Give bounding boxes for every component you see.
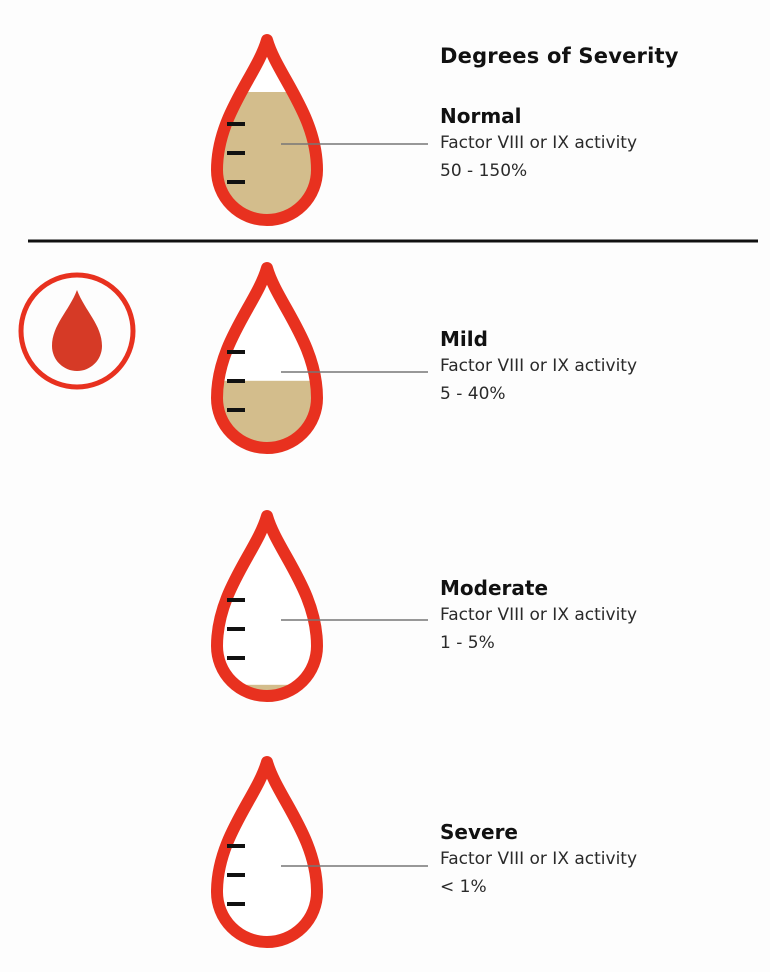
drop-fluid [217, 380, 317, 448]
diagram-title: Degrees of Severity [440, 44, 679, 68]
blood-drop-badge [18, 272, 136, 390]
drop-outline [211, 756, 323, 948]
blood-drop-icon [52, 290, 102, 371]
level-moderate: Moderate Factor VIII or IX activity 1 - … [440, 575, 637, 657]
level-name: Mild [440, 327, 488, 351]
level-severe: Severe Factor VIII or IX activity < 1% [440, 819, 637, 901]
badge-ring [18, 272, 136, 390]
drop-interior [217, 516, 317, 696]
level-normal: Normal Factor VIII or IX activity 50 - 1… [440, 103, 637, 185]
level-range: < 1% [440, 877, 487, 897]
drop-interior [217, 762, 317, 942]
level-range: 5 - 40% [440, 384, 506, 404]
level-description: Factor VIII or IX activity [440, 133, 638, 153]
level-description: Factor VIII or IX activity [440, 356, 638, 376]
drop-outline [211, 262, 323, 454]
drop-gauge-moderate [211, 510, 428, 702]
drop-gauge-severe [211, 756, 428, 948]
level-range: 50 - 150% [440, 161, 528, 181]
drop-gauge-mild [211, 262, 428, 454]
level-name: Normal [440, 104, 522, 128]
level-range: 1 - 5% [440, 633, 495, 653]
drop-outline [211, 510, 323, 702]
level-mild: Mild Factor VIII or IX activity 5 - 40% [440, 326, 637, 408]
level-name: Severe [440, 820, 518, 844]
level-description: Factor VIII or IX activity [440, 849, 638, 869]
drop-outline [211, 34, 323, 226]
level-name: Moderate [440, 576, 549, 600]
drop-gauge-normal [211, 34, 428, 226]
level-description: Factor VIII or IX activity [440, 605, 638, 625]
